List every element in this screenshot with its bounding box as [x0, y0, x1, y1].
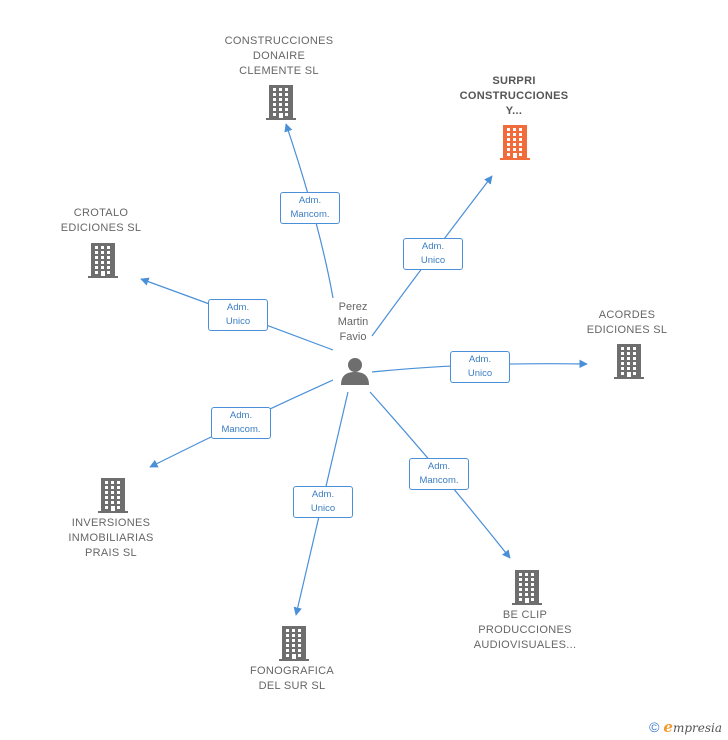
role-badge-surpri: Adm. Unico [403, 238, 463, 270]
role-badge-inversiones: Adm. Mancom. [211, 407, 271, 439]
building-icon[interactable] [500, 124, 530, 165]
footer: © empresia [649, 718, 722, 736]
building-icon[interactable] [512, 569, 542, 610]
role-badge-fonografica: Adm. Unico [293, 486, 353, 518]
copyright-icon: © [649, 719, 660, 735]
person-icon[interactable] [340, 356, 370, 386]
building-icon[interactable] [279, 625, 309, 666]
company-name-inversiones[interactable]: INVERSIONES INMOBILIARIAS PRAIS SL [68, 517, 154, 559]
building-icon[interactable] [88, 242, 118, 283]
company-name-be-clip[interactable]: BE CLIP PRODUCCIONES AUDIOVISUALES... [473, 609, 577, 651]
role-badge-acordes: Adm. Unico [450, 351, 510, 383]
brand-logo[interactable]: empresia [663, 718, 722, 736]
company-name-crotalo[interactable]: CROTALO EDICIONES SL [60, 207, 142, 234]
role-badge-construcciones-donaire: Adm. Mancom. [280, 192, 340, 224]
company-name-fonografica[interactable]: FONOGRAFICA DEL SUR SL [250, 665, 334, 692]
company-name-surpri[interactable]: SURPRI CONSTRUCCIONES Y... [459, 75, 569, 117]
role-badge-crotalo: Adm. Unico [208, 299, 268, 331]
role-badge-be-clip: Adm. Mancom. [409, 458, 469, 490]
company-name-construcciones-donaire[interactable]: CONSTRUCCIONES DONAIRE CLEMENTE SL [224, 35, 334, 77]
building-icon[interactable] [614, 343, 644, 384]
building-icon[interactable] [266, 84, 296, 125]
building-icon[interactable] [98, 477, 128, 518]
company-name-acordes[interactable]: ACORDES EDICIONES SL [586, 309, 668, 336]
person-name[interactable]: Perez Martin Favio [337, 301, 369, 343]
